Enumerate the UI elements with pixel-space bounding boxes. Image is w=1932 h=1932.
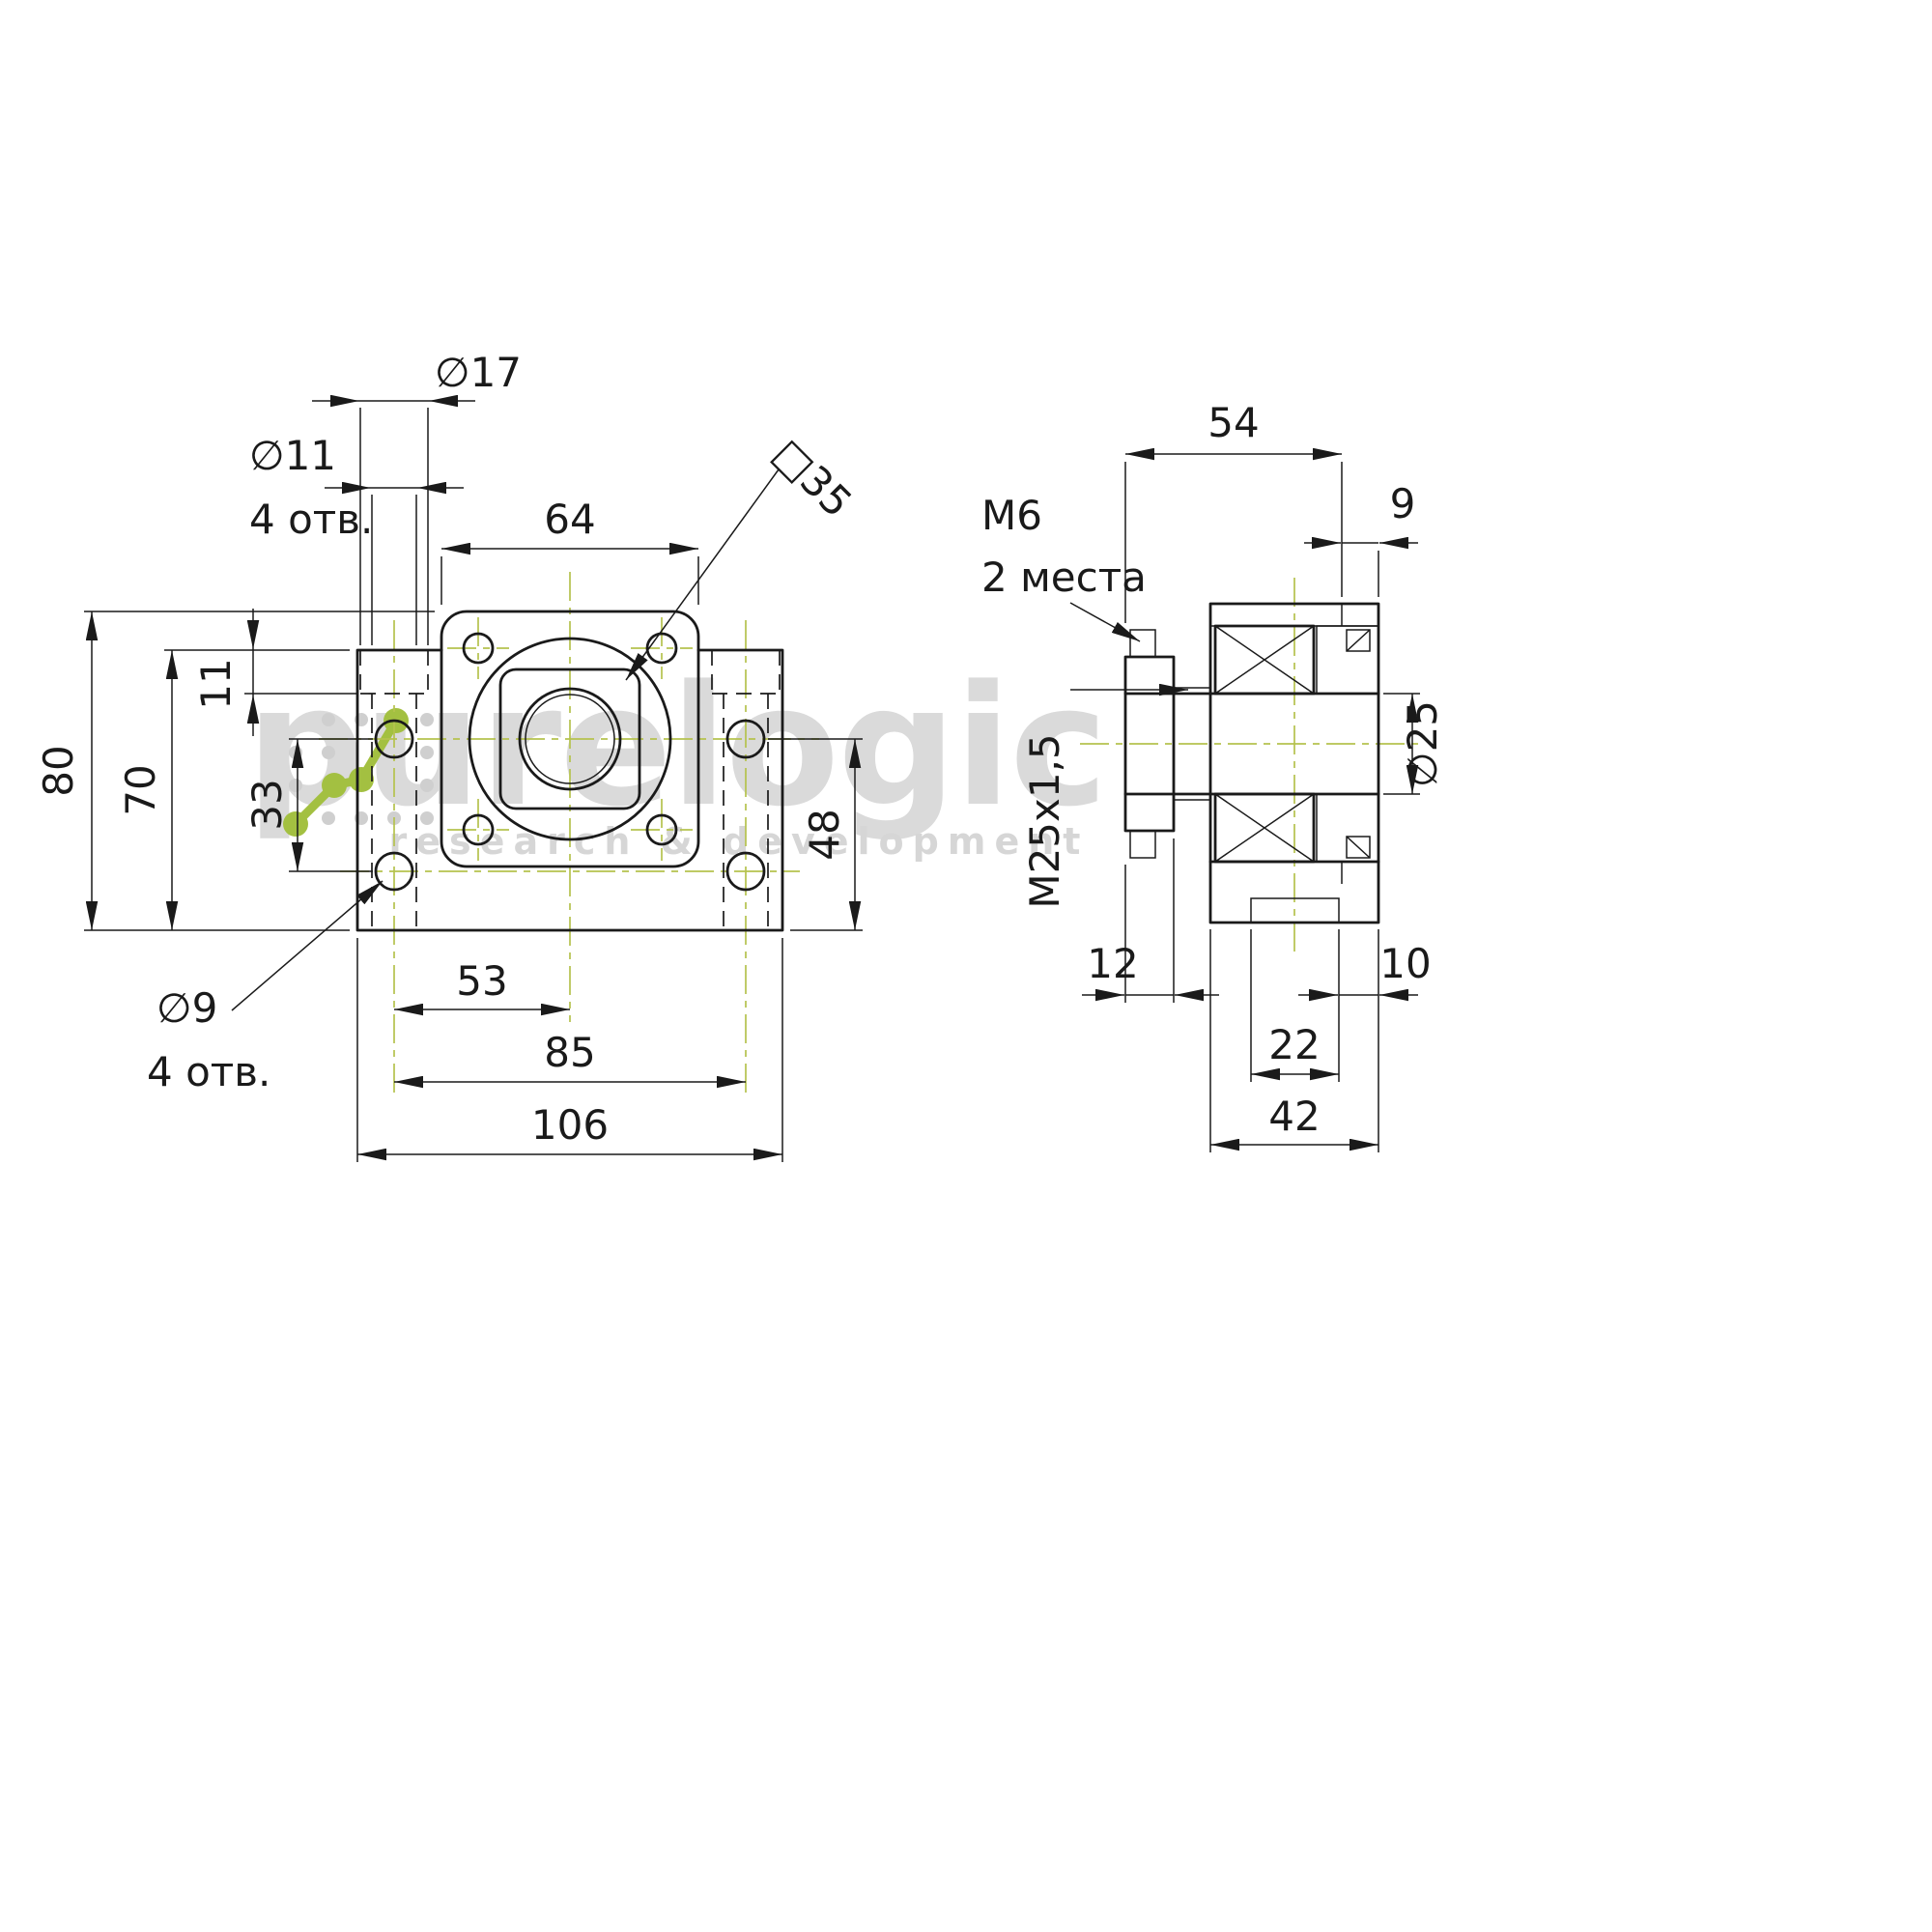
- dim-w64-label: 64: [544, 496, 595, 543]
- side-bearings: [1213, 624, 1371, 864]
- flange-hatch-bottom: [1124, 793, 1175, 832]
- side-centerlines: [1080, 578, 1418, 956]
- front-body-outline: [355, 610, 784, 932]
- flange-hatch-top: [1124, 656, 1175, 695]
- dim-h33-label: 33: [243, 779, 291, 830]
- base-plate-outline: [355, 648, 784, 932]
- m6-boss-top: [1129, 629, 1156, 658]
- dim-h80-label: 80: [35, 745, 82, 796]
- dim-w53-label: 53: [456, 957, 507, 1005]
- dim-w12-label: 12: [1087, 940, 1138, 987]
- housing-pilot-circle: [468, 637, 672, 841]
- dim-d9-qty-label: 4 отв.: [147, 1048, 270, 1095]
- side-dimensions: 54 9 M6 2 места ∅25 M25x1,5: [981, 399, 1446, 1152]
- front-bore: [468, 637, 672, 841]
- watermark: purelogic research & development: [246, 649, 1108, 863]
- dim-w9-label: 9: [1390, 480, 1416, 527]
- square-35-profile: [498, 668, 641, 810]
- dim-d11-qty-label: 4 отв.: [249, 496, 373, 543]
- dim-h70-label: 70: [117, 764, 164, 815]
- dim-m6-label: M6: [981, 492, 1042, 539]
- seal-ring-top: [1346, 629, 1371, 652]
- bore-circle-25: [518, 687, 622, 791]
- front-wing-holes: [374, 719, 766, 892]
- dim-m6-qty-label: 2 места: [981, 554, 1147, 601]
- seal-ring-bottom: [1346, 836, 1371, 859]
- dim-w85-label: 85: [544, 1029, 595, 1076]
- dim-thread-label: M25x1,5: [1021, 733, 1068, 908]
- dim-w106-label: 106: [531, 1101, 609, 1149]
- bearing-bottom: [1213, 792, 1316, 864]
- dim-d17-label: ∅17: [435, 349, 522, 396]
- dim-d25-label: ∅25: [1399, 700, 1446, 787]
- side-view: 54 9 M6 2 места ∅25 M25x1,5: [981, 399, 1446, 1152]
- housing-outline: [1208, 602, 1380, 924]
- flange-square-outline: [440, 610, 700, 868]
- watermark-tagline-text: research & development: [389, 820, 1090, 863]
- dim-d9-label: ∅9: [156, 984, 217, 1032]
- dim-w42-label: 42: [1268, 1093, 1320, 1140]
- dim-h11-label: 11: [192, 658, 240, 709]
- flange-outline: [1123, 655, 1176, 833]
- front-dimensions: ∅17 ∅11 4 отв. 64 □35 80 7: [35, 349, 863, 1162]
- dim-h48-label: 48: [801, 809, 848, 860]
- front-view: ∅17 ∅11 4 отв. 64 □35 80 7: [35, 349, 863, 1162]
- m6-boss-bottom: [1129, 830, 1156, 859]
- front-flange-holes: [462, 632, 678, 846]
- dim-w22-label: 22: [1268, 1021, 1320, 1068]
- thread-minor-circle: [525, 694, 615, 784]
- bearing-top: [1213, 624, 1316, 696]
- dim-sq35-label: □35: [764, 429, 862, 526]
- dim-w10-label: 10: [1379, 940, 1431, 987]
- watermark-brand-text: purelogic: [246, 649, 1106, 843]
- dim-d11-label: ∅11: [249, 432, 336, 479]
- dim-w54-label: 54: [1208, 399, 1259, 446]
